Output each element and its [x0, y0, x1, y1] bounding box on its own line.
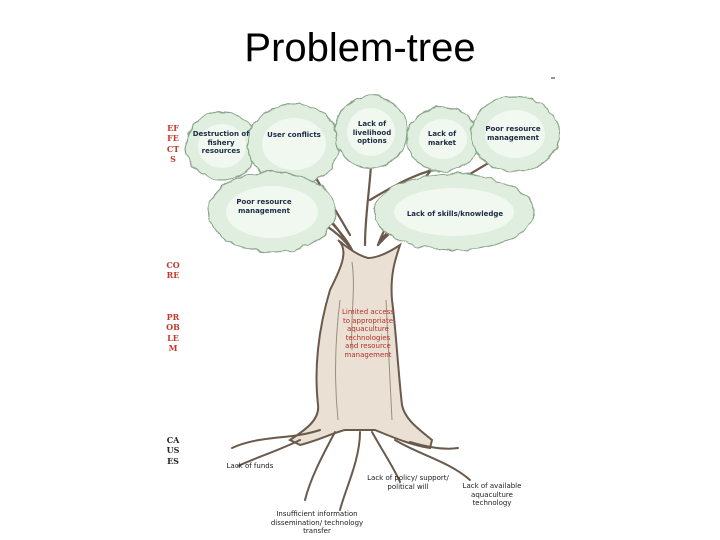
- core-problem-label: Limited access to appropriate aquacultur…: [342, 308, 394, 359]
- effect-poor-mgmt-mid-label: Poor resource management: [236, 198, 292, 215]
- cause-technology-label: Lack of available aquaculture technology: [462, 482, 522, 508]
- effect-poor-mgmt-top-label: Poor resource management: [485, 125, 541, 142]
- effect-destruction-label: Destruction of fishery resources: [192, 130, 250, 156]
- foliage-highlights: [198, 108, 545, 238]
- cause-information-label: Insufficient information dissemination/ …: [270, 510, 364, 536]
- trunk: [288, 239, 434, 450]
- effect-skills-label: Lack of skills/knowledge: [406, 210, 504, 218]
- effect-user-conflicts-label: User conflicts: [267, 131, 321, 139]
- core-side-label: CORE: [166, 260, 180, 281]
- problem-side-label: PROBLEM: [166, 312, 180, 353]
- roots: [231, 429, 471, 511]
- effect-market-label: Lack of market: [427, 130, 457, 147]
- foliage: [185, 95, 560, 253]
- slide-title: Problem-tree: [244, 26, 476, 70]
- bark-texture: [335, 261, 393, 421]
- effects-side-label: EFFECTS: [166, 123, 180, 164]
- cause-funds-label: Lack of funds: [226, 462, 274, 470]
- causes-side-label: CAUSES: [166, 435, 180, 466]
- effect-livelihood-label: Lack of livelihood options: [352, 120, 392, 146]
- cause-policy-label: Lack of policy/ support/ political will: [367, 474, 449, 491]
